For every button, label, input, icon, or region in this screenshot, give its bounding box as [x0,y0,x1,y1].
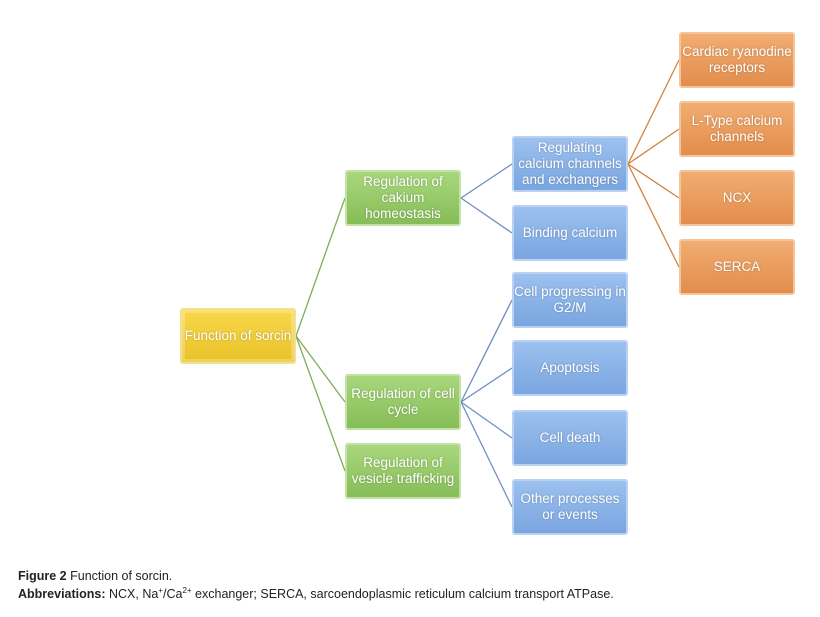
link-l1-1-l2-5 [460,401,513,508]
link-root-l1-2 [295,335,346,472]
node-label: Regulation of vesicle trafficking [351,455,455,486]
node-ncx: NCX [679,170,795,226]
node-label: Function of sorcin [184,328,292,343]
node-label: Regulation of cakium homeostasis [363,174,443,221]
abbreviations: Abbreviations: NCX, Na+/Ca2+ exchanger; … [18,586,614,601]
node-g2m: Cell progressing in G2/M [512,272,628,328]
node-label: Apoptosis [540,360,600,375]
figure-caption: Figure 2 Function of sorcin. [18,569,172,583]
node-label: Other processes or events [520,491,620,522]
node-binding-calcium: Binding calcium [512,205,628,261]
link-l2-0-l3-1 [627,128,680,165]
link-root-l1-1 [295,335,346,403]
node-label: Cardiac ryanodine receptors [682,44,792,75]
abbrev-sup: + [158,586,163,595]
figure-title: Function of sorcin. [70,569,173,583]
node-label: Cell death [539,430,601,445]
node-label: Binding calcium [522,225,618,240]
link-l1-1-l2-3 [460,367,513,403]
link-l2-0-l3-2 [627,163,680,199]
node-l-type: L-Type calcium channels [679,101,795,157]
node-other-processes: Other processes or events [512,479,628,535]
node-apoptosis: Apoptosis [512,340,628,396]
abbrev-text: exchanger; SERCA, sarcoendoplasmic retic… [191,587,614,602]
link-l2-0-l3-0 [627,59,680,165]
link-l1-1-l2-4 [460,401,513,439]
node-cell-cycle: Regulation of cell cycle [345,374,461,430]
node-regulating-channels: Regulating calcium channels and exchange… [512,136,628,192]
node-label: SERCA [713,259,761,274]
link-l1-1-l2-2 [460,299,513,403]
node-function-of-sorcin: Function of sorcin [180,308,296,364]
link-root-l1-0 [295,197,346,337]
abbrev-label: Abbreviations: [18,587,106,602]
figure-label: Figure 2 [18,569,67,583]
link-l1-0-l2-0 [460,163,513,199]
node-calcium-homeostasis: Regulation of cakium homeostasis [345,170,461,226]
node-label: L-Type calcium channels [691,113,783,144]
link-l1-0-l2-1 [460,197,513,234]
abbrev-sup: 2+ [182,586,192,595]
node-label: Regulating calcium channels and exchange… [518,140,622,187]
node-ryanodine: Cardiac ryanodine receptors [679,32,795,88]
link-l2-0-l3-3 [627,163,680,268]
node-cell-death: Cell death [512,410,628,466]
node-label: Cell progressing in G2/M [514,284,626,315]
node-label: NCX [722,190,752,205]
abbrev-text: /Ca [163,587,183,602]
node-label: Regulation of cell cycle [351,386,455,417]
node-serca: SERCA [679,239,795,295]
node-vesicle-trafficking: Regulation of vesicle trafficking [345,443,461,499]
abbrev-text: NCX, Na [109,587,159,602]
